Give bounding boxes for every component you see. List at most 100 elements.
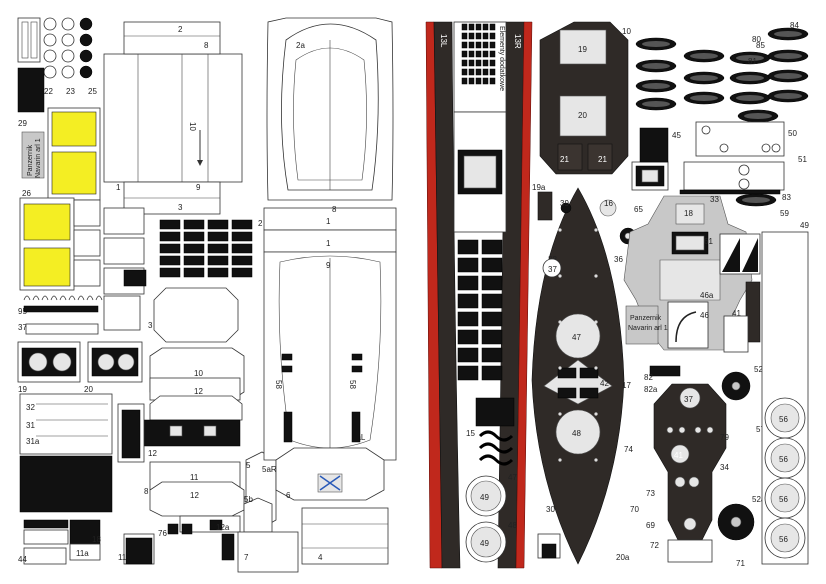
ventilator bbox=[59, 295, 67, 301]
window-strip bbox=[73, 229, 101, 257]
label-73: 73 bbox=[646, 489, 655, 498]
part-40 bbox=[745, 281, 761, 343]
publisher-name: Panzernik bbox=[27, 144, 34, 176]
triangle-panels-35 bbox=[719, 233, 761, 275]
window-strip bbox=[73, 199, 101, 227]
label-21b: 21 bbox=[598, 155, 607, 164]
rivet bbox=[558, 458, 562, 462]
label-12c: 12 bbox=[148, 449, 157, 458]
label-30: 30 bbox=[546, 505, 555, 514]
ventilator-row bbox=[23, 295, 103, 301]
tab-part bbox=[482, 50, 489, 58]
label-18: 18 bbox=[684, 209, 693, 218]
label-41: 41 bbox=[732, 309, 741, 318]
yellow-hatches-upper bbox=[47, 107, 101, 201]
tab-part bbox=[461, 41, 468, 49]
small-fitting bbox=[43, 33, 57, 47]
tab-part bbox=[468, 77, 475, 85]
lifeboat-interior bbox=[736, 75, 764, 81]
publisher-model-right: Navarin arl 1 bbox=[628, 325, 668, 332]
small-fitting bbox=[79, 49, 93, 63]
tab-part bbox=[475, 41, 482, 49]
lifeboat-interior bbox=[690, 75, 718, 81]
ventilator bbox=[68, 295, 76, 301]
label-59: 59 bbox=[780, 209, 789, 218]
window-strip bbox=[103, 207, 145, 235]
tab-part bbox=[475, 59, 482, 67]
boat-rings-column bbox=[761, 231, 809, 565]
lifeboat-interior bbox=[690, 95, 718, 101]
label-57: 57 bbox=[756, 425, 765, 434]
rivet bbox=[558, 228, 562, 232]
box-part bbox=[207, 243, 229, 254]
superstructure-box-10 bbox=[103, 21, 243, 215]
label-56c: 56 bbox=[779, 495, 788, 504]
right-page: 13L 13R Elementy dodatkowe 15 49 49 47 bbox=[425, 21, 809, 569]
box-part bbox=[231, 219, 253, 230]
lifeboat-interior bbox=[642, 63, 670, 69]
label-48: 48 bbox=[508, 521, 517, 530]
deck-segment bbox=[457, 275, 479, 291]
box-part bbox=[159, 219, 181, 230]
lifeboat-interior bbox=[774, 53, 802, 59]
window-strip bbox=[73, 259, 101, 287]
label-50: 50 bbox=[788, 129, 797, 138]
label-16: 16 bbox=[604, 199, 613, 208]
ventilator bbox=[50, 295, 58, 301]
label-71: 71 bbox=[736, 559, 745, 568]
rivet bbox=[594, 274, 598, 278]
label-6: 6 bbox=[286, 491, 291, 500]
label-19a: 19a bbox=[532, 183, 546, 192]
small-fitting bbox=[61, 49, 75, 63]
part-82 bbox=[649, 365, 681, 377]
rivet bbox=[594, 458, 598, 462]
tab-part bbox=[468, 68, 475, 76]
label-12a: 12a bbox=[216, 523, 230, 532]
label-69: 69 bbox=[646, 521, 655, 530]
window-strip bbox=[103, 237, 145, 265]
deck-fittings-black bbox=[281, 353, 363, 443]
box-part bbox=[159, 243, 181, 254]
tab-part bbox=[461, 23, 468, 31]
small-parts-22-25 bbox=[17, 17, 93, 113]
publisher-label-box bbox=[21, 131, 45, 179]
rivet bbox=[594, 412, 598, 416]
label-37: 37 bbox=[18, 323, 27, 332]
label-37b: 37 bbox=[684, 395, 693, 404]
label-20: 20 bbox=[84, 385, 93, 394]
label-48b: 48 bbox=[572, 429, 581, 438]
label-23: 23 bbox=[66, 87, 75, 96]
deck-segment bbox=[457, 293, 479, 309]
box-part bbox=[231, 255, 253, 266]
left-page: 22 23 25 29 Panzernik Navarin arl 1 26 9… bbox=[17, 17, 397, 573]
label-36: 36 bbox=[614, 255, 623, 264]
publisher-label-box-right bbox=[625, 305, 659, 345]
label-82: 82 bbox=[644, 373, 653, 382]
label-49b: 49 bbox=[480, 539, 489, 548]
label-32: 32 bbox=[26, 403, 35, 412]
black-strip-12 bbox=[117, 403, 241, 463]
box-part bbox=[231, 231, 253, 242]
label-56d: 56 bbox=[779, 535, 788, 544]
tab-part bbox=[468, 32, 475, 40]
label-33: 33 bbox=[710, 195, 719, 204]
small-fitting bbox=[43, 65, 57, 79]
rivet bbox=[558, 320, 562, 324]
label-44: 44 bbox=[18, 555, 27, 564]
label-11b: 11 bbox=[118, 553, 127, 562]
label-65: 65 bbox=[634, 205, 643, 214]
yellow-hatches-lower bbox=[19, 197, 75, 291]
small-fitting bbox=[79, 33, 93, 47]
label-74: 74 bbox=[624, 445, 633, 454]
label-12b: 12 bbox=[190, 491, 199, 500]
rivet bbox=[594, 366, 598, 370]
label-49a: 49 bbox=[480, 493, 489, 502]
label-10: 10 bbox=[622, 27, 631, 36]
tab-part bbox=[461, 77, 468, 85]
lifeboat-interior bbox=[774, 93, 802, 99]
deck-segment bbox=[481, 257, 503, 273]
label-25: 25 bbox=[88, 87, 97, 96]
tab-part bbox=[482, 32, 489, 40]
tab-part bbox=[489, 41, 496, 49]
label-26: 26 bbox=[22, 189, 31, 198]
